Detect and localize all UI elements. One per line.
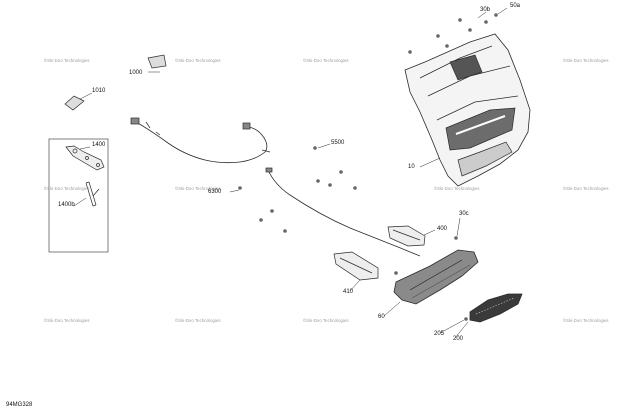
cable-run	[267, 169, 421, 257]
callout-5500: 5500	[331, 140, 345, 146]
harness-6300	[135, 121, 268, 164]
callout-10: 10	[408, 164, 415, 170]
callout-30b: 30b	[480, 7, 491, 13]
watermark: ©Ski-Doo Technologies	[44, 186, 90, 191]
callout-205: 205	[434, 331, 445, 337]
callout-400: 400	[437, 226, 448, 232]
part-400-trim	[387, 225, 426, 247]
callout-1400b: 1400b	[58, 202, 75, 208]
callout-30c: 30c	[459, 211, 469, 217]
part-410-trim	[333, 251, 379, 281]
callout-200: 200	[453, 336, 464, 342]
watermark: ©Ski-Doo Technologies	[434, 186, 480, 191]
figure-code: 94MG328	[6, 402, 33, 408]
part-200-lightbar	[469, 293, 523, 323]
callout-60: 60	[378, 314, 385, 320]
callout-1010: 1010	[92, 88, 106, 94]
callout-1000: 1000	[129, 70, 143, 76]
part-1400-bracket	[65, 145, 105, 171]
part-1400b-tool	[85, 181, 97, 207]
watermark: ©Ski-Doo Technologies	[44, 318, 90, 323]
watermark: ©Ski-Doo Technologies	[563, 58, 609, 63]
watermark: ©Ski-Doo Technologies	[563, 318, 609, 323]
part-60-bumper	[393, 249, 479, 305]
watermark: ©Ski-Doo Technologies	[175, 318, 221, 323]
part-1010-panel	[64, 95, 85, 111]
callout-1400: 1400	[92, 142, 106, 148]
watermark: ©Ski-Doo Technologies	[563, 186, 609, 191]
part-1000-panel	[147, 54, 167, 69]
watermark: ©Ski-Doo Technologies	[303, 58, 349, 63]
watermark: ©Ski-Doo Technologies	[303, 318, 349, 323]
callout-6300: 6300	[208, 189, 222, 195]
kit-1400-frame	[48, 138, 109, 253]
watermark: ©Ski-Doo Technologies	[175, 58, 221, 63]
grille	[449, 54, 483, 81]
callout-50a: 50a	[510, 3, 521, 9]
watermark: ©Ski-Doo Technologies	[44, 58, 90, 63]
fasteners	[238, 13, 498, 321]
watermark: ©Ski-Doo Technologies	[175, 186, 221, 191]
callout-410: 410	[343, 289, 354, 295]
